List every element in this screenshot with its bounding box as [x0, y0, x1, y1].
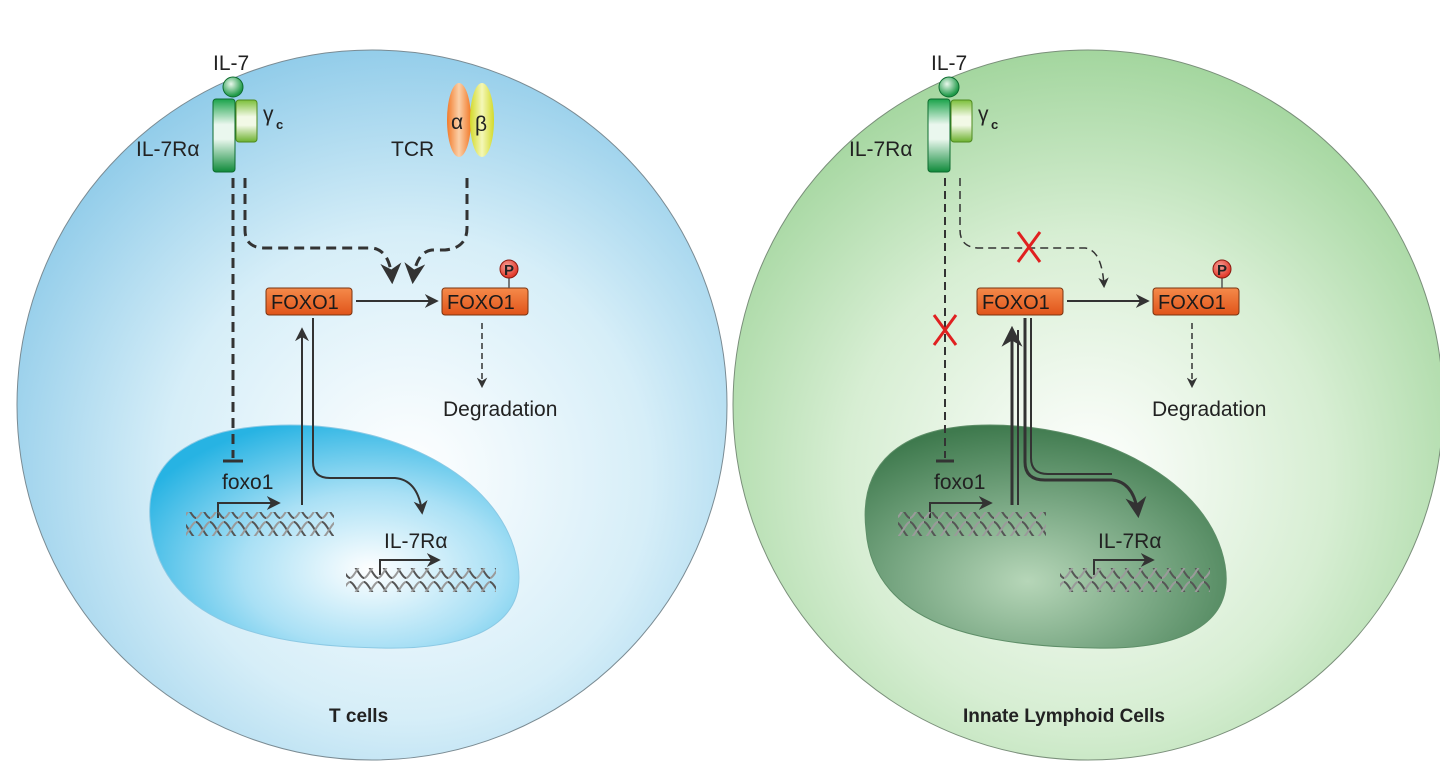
foxo1-to-il7ra-arrow: [1023, 318, 1147, 519]
foxo1-label: FOXO1: [271, 292, 339, 314]
tcr-alpha-chain: [447, 83, 471, 157]
gamma-c-receptor: [235, 99, 258, 143]
t-cell-body: [16, 49, 728, 761]
gamma-c-label: γ: [263, 103, 274, 126]
foxo1-phospho-box: [441, 287, 529, 316]
foxo1-dna-helix: [186, 512, 334, 536]
foxo1-to-il7ra-arrow: [312, 318, 428, 515]
phospho-label: P: [1217, 262, 1227, 279]
foxo1-phospho-label: FOXO1: [447, 292, 515, 314]
gamma-c-label: γ: [978, 103, 989, 126]
gene-il7ra-label: IL-7Rα: [384, 530, 448, 553]
foxo1-dna-helix: [898, 512, 1046, 536]
ilc-title: Innate Lymphoid Cells: [963, 706, 1165, 727]
panel-innate-lymphoid-cells: IL-7 γ c IL-7Rα FOXO1 FOXO1 P Degradatio…: [732, 49, 1440, 761]
t-cells-title: T cells: [329, 706, 388, 727]
il7ra-receptor: [212, 98, 236, 173]
phospho-group: [1212, 259, 1232, 279]
blocked-signal-x-top: [1016, 231, 1042, 263]
tcr-alpha-label: α: [451, 111, 463, 134]
il7-ligand: [938, 76, 960, 98]
ilc-cell-nucleus: [864, 424, 1227, 649]
ilc-cell-body: [732, 49, 1440, 761]
foxo1-box: [265, 287, 353, 316]
gamma-c-receptor: [950, 99, 973, 143]
foxo1-to-il7ra-arrow-2: [1030, 318, 1112, 475]
foxo1-box: [976, 287, 1064, 316]
il7ra-dna-helix: [1060, 568, 1210, 592]
tcr-beta-label: β: [475, 113, 487, 136]
phospho-group: [499, 259, 519, 279]
tcr-signal-dashed-path: [404, 178, 469, 285]
il7-signal-dashed-path: [243, 178, 402, 285]
panel-t-cells: IL-7 γ c IL-7Rα α β TCR FOXO1 FOXO1 P De…: [16, 49, 728, 761]
blocked-signal-x-side: [932, 314, 958, 346]
il7ra-label: IL-7Rα: [136, 138, 200, 161]
phospho-label: P: [504, 262, 514, 279]
degradation-label: Degradation: [443, 398, 557, 421]
tcr-label: TCR: [391, 138, 434, 161]
il7ra-dna-helix: [346, 568, 496, 592]
tcr-beta-chain: [470, 83, 494, 157]
il7-ligand-label: IL-7: [931, 52, 967, 75]
gene-foxo1-label: foxo1: [934, 471, 985, 494]
t-cell-nucleus: [149, 424, 520, 649]
il7-ligand-label: IL-7: [213, 52, 249, 75]
gene-foxo1-label: foxo1: [222, 471, 273, 494]
gene-il7ra-label: IL-7Rα: [1098, 530, 1162, 553]
gamma-c-subscript: c: [276, 117, 283, 132]
il7-signal-dashed-path: [959, 178, 1109, 289]
foxo1-phospho-box: [1152, 287, 1240, 316]
degradation-label: Degradation: [1152, 398, 1266, 421]
foxo1-label: FOXO1: [982, 292, 1050, 314]
il7ra-receptor: [927, 98, 951, 173]
il7-ligand: [222, 76, 244, 98]
gamma-c-subscript: c: [991, 117, 998, 132]
foxo1-phospho-label: FOXO1: [1158, 292, 1226, 314]
il7ra-label: IL-7Rα: [849, 138, 913, 161]
